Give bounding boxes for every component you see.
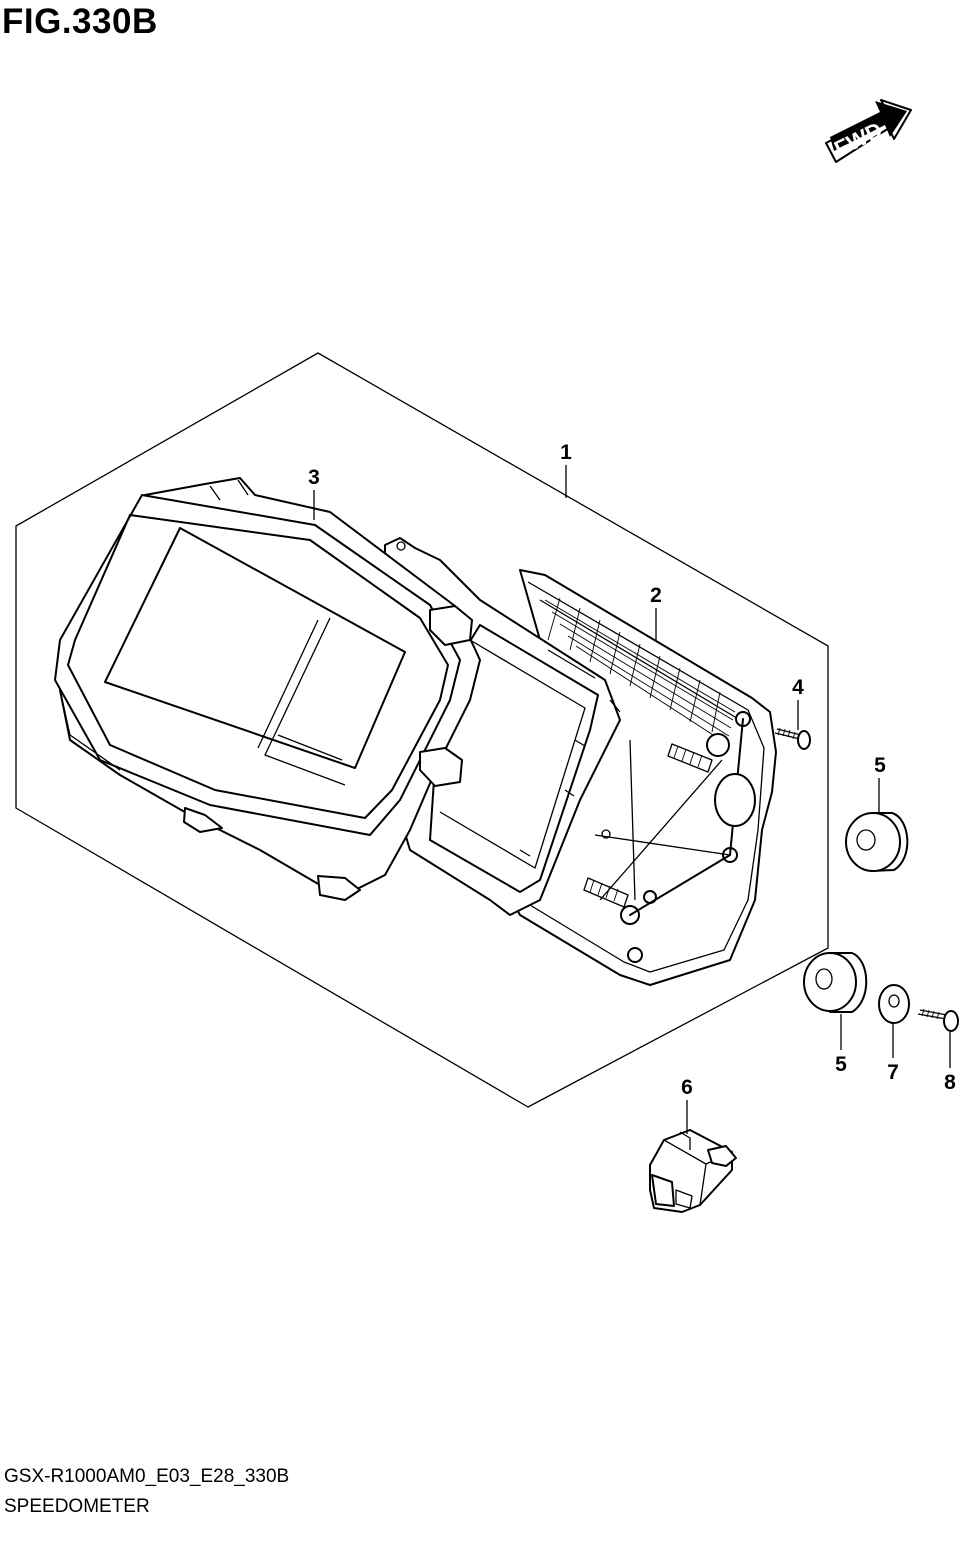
grommet-part-5-upper xyxy=(845,812,909,872)
callout-7: 7 xyxy=(887,1061,899,1084)
callout-3: 3 xyxy=(308,466,320,489)
callout-1: 1 xyxy=(560,441,572,464)
grommet-part-5-lower xyxy=(803,952,868,1013)
assembly-boundary xyxy=(15,352,829,1108)
callout-2: 2 xyxy=(650,584,662,607)
diagram-name: SPEEDOMETER xyxy=(4,1496,150,1517)
callout-8: 8 xyxy=(944,1071,956,1094)
meter-front-lens xyxy=(54,477,481,901)
callout-6: 6 xyxy=(681,1076,693,1099)
callout-5-lower: 5 xyxy=(835,1053,847,1076)
fwd-arrow-icon: FWD xyxy=(825,99,912,163)
washer-part-7 xyxy=(878,984,910,1024)
figure-title: FIG.330B xyxy=(2,2,158,41)
connector-part-6 xyxy=(649,1129,737,1213)
leader-lines xyxy=(313,465,951,1134)
callout-5-upper: 5 xyxy=(874,754,886,777)
rear-case-grid xyxy=(544,597,736,745)
screw-part-8 xyxy=(917,1008,959,1032)
callout-4: 4 xyxy=(792,676,804,699)
screw-part-4 xyxy=(774,727,811,750)
diagram-code: GSX-R1000AM0_E03_E28_330B xyxy=(4,1466,290,1487)
